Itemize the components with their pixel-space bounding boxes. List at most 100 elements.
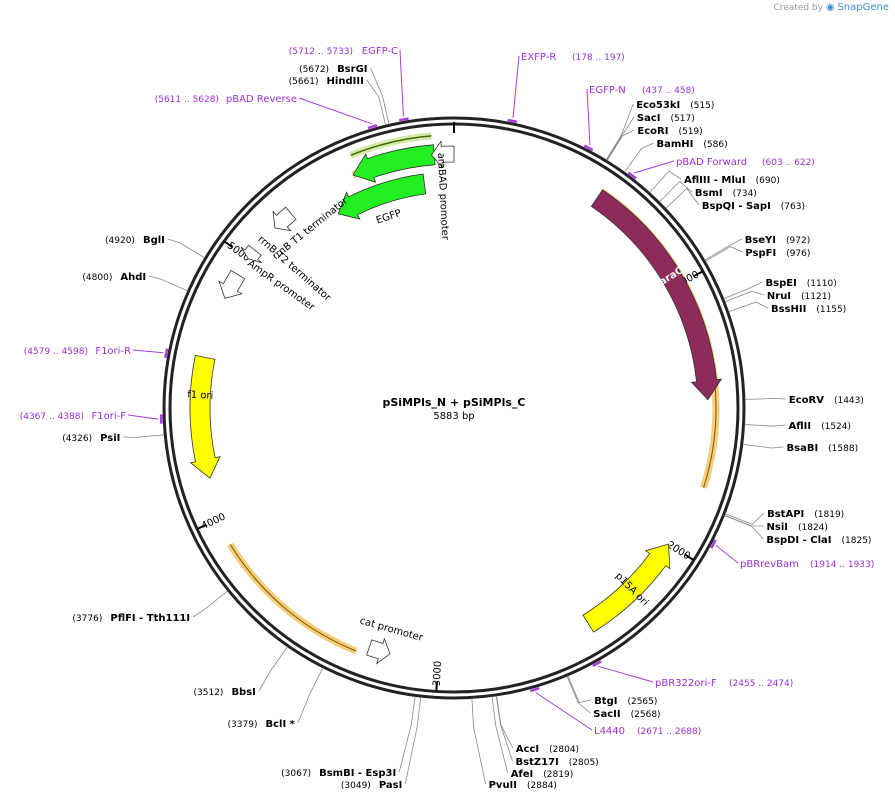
site-bspqi-sapi-6-label[interactable]: BspQI - SapI(763) [702, 201, 805, 212]
feature-cat-promoter-8-arrow[interactable] [366, 637, 391, 665]
feature-egfp-0-selection-line [350, 135, 432, 156]
feature-rrnb-t2-terminator-4-arrow[interactable] [240, 244, 262, 264]
site-bamhi-3-label[interactable]: BamHI(586) [657, 139, 728, 150]
primer-egfp-c-9-leader [399, 49, 404, 117]
primer-pbrrevbam-3-name[interactable]: pBRrevBam [740, 559, 799, 570]
site-bsabi-14-name: BsaBI [787, 443, 819, 454]
site-bspdi-clai-17-leader [724, 515, 764, 540]
site-ahdi-30-label[interactable]: (4800)AhdI [82, 272, 146, 283]
backbone-outer-strand [162, 116, 746, 700]
primer-pbad-reverse-8-marker[interactable] [367, 124, 378, 130]
primer-pbad-reverse-8-name[interactable]: pBAD Reverse [226, 94, 297, 105]
primer-egfp-n-1-marker[interactable] [583, 144, 594, 152]
site-sacii-19-label[interactable]: SacII(2568) [593, 709, 660, 720]
primer-egfp-n-1-name[interactable]: EGFP-N [589, 85, 626, 96]
site-acci-20-pos: (2804) [549, 745, 579, 755]
site-bspdi-clai-17-label[interactable]: BspDI - ClaI(1825) [766, 535, 871, 546]
site-psii-29-name: PsiI [100, 433, 120, 444]
site-hindiii-32-pos: (5661) [289, 77, 319, 87]
site-pflfi-tth111i-28-label[interactable]: (3776)PflFI - Tth111I [72, 613, 190, 624]
site-pspfi-8-leader [705, 246, 743, 262]
site-ahdi-30-name: AhdI [120, 272, 146, 283]
site-afei-22-label[interactable]: AfeI(2819) [511, 769, 574, 780]
highlight-line-2 [229, 544, 357, 652]
site-bgli-31-label[interactable]: (4920)BglI [105, 235, 165, 246]
site-afliii-mlui-4-name: AflIII - MluI [684, 175, 746, 186]
site-bsmi-5-name: BsmI [695, 188, 723, 199]
site-pspfi-8-label[interactable]: PspFI(976) [745, 248, 810, 259]
primer-f1ori-r-6-name[interactable]: F1ori-R [95, 346, 131, 357]
site-bspqi-sapi-6-name: BspQI - SapI [702, 201, 771, 212]
site-bsrgi-33-label[interactable]: (5672)BsrGI [299, 64, 367, 75]
snapgene-logo-icon: ◉ [825, 2, 835, 13]
site-hindiii-32-leader [366, 79, 386, 126]
feature-rrnb-t1-terminator-3-arrow[interactable] [272, 206, 297, 232]
primer-pbad-forward-2-name[interactable]: pBAD Forward [676, 157, 747, 168]
primer-pbrrevbam-3-leader [715, 545, 739, 564]
primer-f1ori-r-6-marker[interactable] [164, 348, 169, 359]
feature-p15a-ori-7-arrow[interactable] [582, 543, 671, 633]
site-bstapi-15-label[interactable]: BstAPI(1819) [767, 509, 844, 520]
primer-pbad-forward-2-marker[interactable] [627, 171, 637, 180]
site-ecorv-12-label[interactable]: EcoRV(1443) [789, 395, 864, 406]
primer-pbrrevbam-3-marker[interactable] [710, 539, 717, 549]
primer-egfp-n-1-leader [586, 88, 591, 146]
primer-exfp-r-0-marker[interactable] [507, 118, 518, 124]
primer-egfp-c-9-name[interactable]: EGFP-C [362, 46, 398, 57]
site-bseyi-7-leader [704, 238, 742, 261]
primer-egfp-c-9-marker[interactable] [398, 117, 409, 122]
plasmid-name: pSiMPls_N + pSiMPls_C [383, 396, 526, 409]
feature-arac-6-arrow[interactable] [590, 189, 723, 401]
site-saci-1-label[interactable]: SacI(517) [637, 113, 695, 124]
site-bseyi-7-name: BseYI [745, 235, 776, 246]
site-psii-29-label[interactable]: (4326)PsiI [62, 433, 120, 444]
site-eco53ki-0-name: Eco53kI [636, 100, 680, 111]
site-pvuii-23-label[interactable]: PvuII(2884) [489, 780, 557, 791]
primer-pbr322ori-f-4-leader [598, 665, 654, 683]
feature-ampr-promoter-5-arrow[interactable] [218, 269, 246, 299]
primer-pbad-forward-2-range: (603 .. 622) [762, 158, 815, 168]
site-pasi-24-label[interactable]: (3049)PasI [341, 780, 402, 791]
site-bstz17i-21-label[interactable]: BstZ17I(2805) [516, 757, 599, 768]
feature-f1-ori-9-arrow[interactable] [189, 354, 221, 479]
site-hindiii-32-label[interactable]: (5661)HindIII [289, 76, 364, 87]
feature-egfp-0-arrow[interactable] [352, 144, 436, 183]
primer-exfp-r-0-name[interactable]: EXFP-R [521, 52, 556, 63]
site-eco53ki-0-label[interactable]: Eco53kI (515) [636, 100, 714, 111]
feature-arabad-promoter-2-arrow[interactable] [430, 140, 455, 169]
site-bstapi-15-pos: (1819) [814, 510, 844, 520]
site-nrui-10-label[interactable]: NruI(1121) [767, 291, 831, 302]
site-bsshii-11-name: BssHII [771, 304, 806, 315]
primer-l4440-5-marker[interactable] [529, 687, 540, 693]
site-pflfi-tth111i-28-pos: (3776) [72, 614, 102, 624]
site-bsmi-5-label[interactable]: BsmI(734) [695, 188, 757, 199]
site-saci-1-leader [606, 116, 635, 161]
site-bsabi-14-label[interactable]: BsaBI(1588) [787, 443, 859, 454]
site-afei-22-pos: (2819) [543, 770, 573, 780]
site-eco53ki-0-pos: (515) [690, 101, 714, 111]
site-nrui-10-leader [724, 290, 765, 303]
site-acci-20-label[interactable]: AccI(2804) [516, 744, 579, 755]
site-nsii-16-label[interactable]: NsiI(1824) [767, 522, 828, 533]
site-afliii-mlui-4-leader [649, 170, 682, 193]
site-eco53ki-0-leader [605, 103, 634, 161]
site-bcli-26-label[interactable]: (3379)BclI * [228, 719, 296, 730]
site-bsshii-11-label[interactable]: BssHII(1155) [771, 304, 846, 315]
site-bseyi-7-label[interactable]: BseYI(972) [745, 235, 811, 246]
site-aflii-13-label[interactable]: AflII(1524) [789, 421, 852, 432]
site-nrui-10-pos: (1121) [801, 292, 831, 302]
site-bgli-31-pos: (4920) [105, 236, 135, 246]
site-ecori-2-label[interactable]: EcoRI(519) [637, 126, 702, 137]
site-bbsi-27-label[interactable]: (3512)BbsI [194, 687, 256, 698]
feature-egfp-1-arrow[interactable] [337, 173, 427, 220]
primer-pbr322ori-f-4-marker[interactable] [592, 660, 602, 668]
site-bsmbi-esp3i-25-label[interactable]: (3067)BsmBI - Esp3I [281, 768, 396, 779]
site-afliii-mlui-4-label[interactable]: AflIII - MluI(690) [684, 175, 780, 186]
site-bspei-9-label[interactable]: BspEI(1110) [766, 278, 837, 289]
primer-exfp-r-0-range: (178 .. 197) [572, 53, 625, 63]
primer-l4440-5-name[interactable]: L4440 [594, 726, 625, 737]
primer-f1ori-f-7-name[interactable]: F1ori-F [92, 411, 127, 422]
site-btgi-18-label[interactable]: BtgI(2565) [594, 696, 657, 707]
primer-pbr322ori-f-4-name[interactable]: pBR322ori-F [655, 678, 717, 689]
